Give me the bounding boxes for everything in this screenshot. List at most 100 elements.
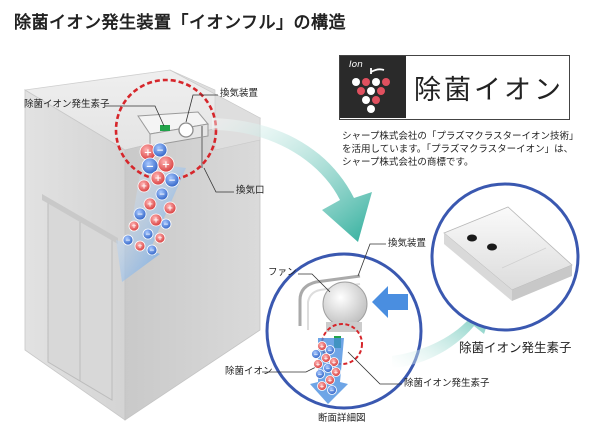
logo-word: Ion: [349, 60, 363, 70]
negative-ion-particle: −: [315, 369, 325, 379]
negative-ion-particle: −: [133, 207, 147, 221]
svg-text:+: +: [157, 235, 162, 242]
svg-text:−: −: [168, 176, 175, 186]
zoom-arrow-main: [212, 118, 372, 242]
positive-ion-particle: +: [128, 220, 140, 232]
svg-text:+: +: [131, 223, 136, 230]
outlet-ring: [178, 122, 194, 138]
positive-ion-particle: +: [329, 357, 339, 367]
positive-ion-particle: +: [154, 232, 166, 244]
description-line-1: シャープ株式会社の「プラズマクラスターイオン技術」: [342, 131, 579, 142]
svg-text:−: −: [326, 366, 331, 372]
duct-block: [326, 322, 362, 332]
intake-arrow: [372, 286, 408, 318]
negative-ion-particle: −: [325, 345, 335, 355]
chip-plate-seam: [501, 247, 547, 269]
negative-ion-particle: −: [122, 234, 134, 246]
negative-ion-particle: −: [323, 363, 333, 373]
positive-ion-particle: +: [157, 155, 175, 173]
ion-element-chip: [160, 125, 170, 131]
label-ion-element-detail: 除菌イオン発生素子: [404, 378, 490, 389]
svg-text:+: +: [141, 182, 147, 191]
positive-ion-particle: +: [163, 201, 177, 215]
negative-ion-particle: −: [160, 218, 172, 230]
svg-text:+: +: [316, 362, 321, 368]
svg-text:+: +: [162, 159, 170, 170]
description: シャープ株式会社の「プラズマクラスターイオン技術」 を活用しています。「プラズマ…: [342, 130, 592, 169]
svg-text:−: −: [318, 372, 323, 378]
duct-wall-inner: [307, 283, 361, 330]
svg-text:−: −: [330, 388, 335, 394]
chip-plate-edge: [444, 233, 512, 301]
label-cross-section: 断面詳細図: [318, 413, 366, 424]
positive-ion-particle: +: [317, 341, 327, 351]
negative-ion-particle: −: [164, 172, 180, 188]
leader-fan: [298, 273, 331, 293]
svg-text:−: −: [125, 237, 130, 244]
page-title: 除菌イオン発生装置「イオンフル」の構造: [14, 13, 346, 33]
fan-disc: [322, 281, 368, 327]
negative-ion-particle: −: [152, 142, 168, 158]
positive-ion-particle: +: [313, 359, 323, 369]
leader-ventilation-detail: [357, 243, 386, 277]
svg-text:−: −: [163, 221, 168, 228]
logo-text: 除菌イオン: [414, 75, 564, 106]
description-line-2: を活用しています。「プラズマクラスターイオン」は、: [342, 144, 574, 155]
svg-text:−: −: [328, 348, 333, 354]
leader-air-outlet: [203, 167, 234, 193]
positive-ion-particle: +: [325, 375, 335, 385]
chip-electrode-2: [487, 243, 497, 251]
svg-text:−: −: [145, 231, 150, 238]
svg-text:+: +: [144, 147, 152, 158]
door-frame-shade: [42, 194, 118, 244]
positive-ion-particle: +: [317, 381, 327, 391]
negative-ion-particle: −: [327, 385, 337, 395]
svg-text:+: +: [137, 243, 142, 250]
svg-text:−: −: [149, 247, 154, 254]
negative-ion-particle: −: [141, 157, 159, 175]
label-ventilation-device-detail: 換気装置: [388, 238, 427, 249]
label-ventilation-device-top: 換気装置: [220, 88, 259, 99]
ion-particles: +−−++−+−++−+−+−++−−+−−+++−+−++−: [122, 142, 341, 395]
positive-ion-particle: +: [149, 213, 163, 227]
svg-text:+: +: [153, 216, 159, 225]
positive-ion-particle: +: [137, 179, 151, 193]
positive-ion-particle: +: [150, 170, 166, 186]
sterilizing-ion-logo: Ion 除菌イオン: [339, 55, 570, 120]
description-line-3: シャープ株式会社の商標です。: [342, 157, 474, 168]
leader-sterilizing-ion: [262, 365, 319, 373]
label-ion-element-zoom: 除菌イオン発生素子: [459, 340, 572, 355]
svg-text:−: −: [137, 210, 143, 219]
negative-ion-particle: −: [155, 187, 169, 201]
label-fan: ファン: [268, 267, 297, 278]
ventilation-unit: [137, 111, 209, 168]
positive-ion-particle: +: [321, 353, 331, 363]
positive-ion-particle: +: [143, 197, 157, 211]
svg-text:+: +: [147, 200, 153, 209]
negative-ion-particle: −: [311, 349, 321, 359]
chip-plate-side: [512, 265, 572, 301]
positive-ion-particle: +: [134, 240, 146, 252]
label-sterilizing-ion: 除菌イオン: [225, 366, 273, 377]
leader-ventilation-top: [185, 94, 218, 123]
duct-wall: [298, 274, 361, 326]
svg-text:−: −: [156, 146, 163, 156]
label-air-outlet: 換気口: [236, 185, 265, 196]
svg-text:−: −: [146, 161, 154, 172]
elevator-room: [23, 69, 262, 421]
positive-ion-particle: +: [331, 367, 341, 377]
svg-text:−: −: [314, 352, 319, 358]
svg-text:+: +: [328, 378, 333, 384]
svg-text:+: +: [324, 356, 329, 362]
svg-text:+: +: [334, 370, 339, 376]
leader-ion-element-top: [105, 105, 165, 127]
svg-text:+: +: [332, 360, 337, 366]
label-ion-element-top: 除菌イオン発生素子: [24, 99, 110, 110]
svg-text:+: +: [320, 384, 325, 390]
svg-text:+: +: [154, 174, 161, 184]
negative-ion-particle: −: [142, 228, 154, 240]
svg-text:+: +: [320, 344, 325, 350]
grape-icon: [352, 68, 390, 113]
